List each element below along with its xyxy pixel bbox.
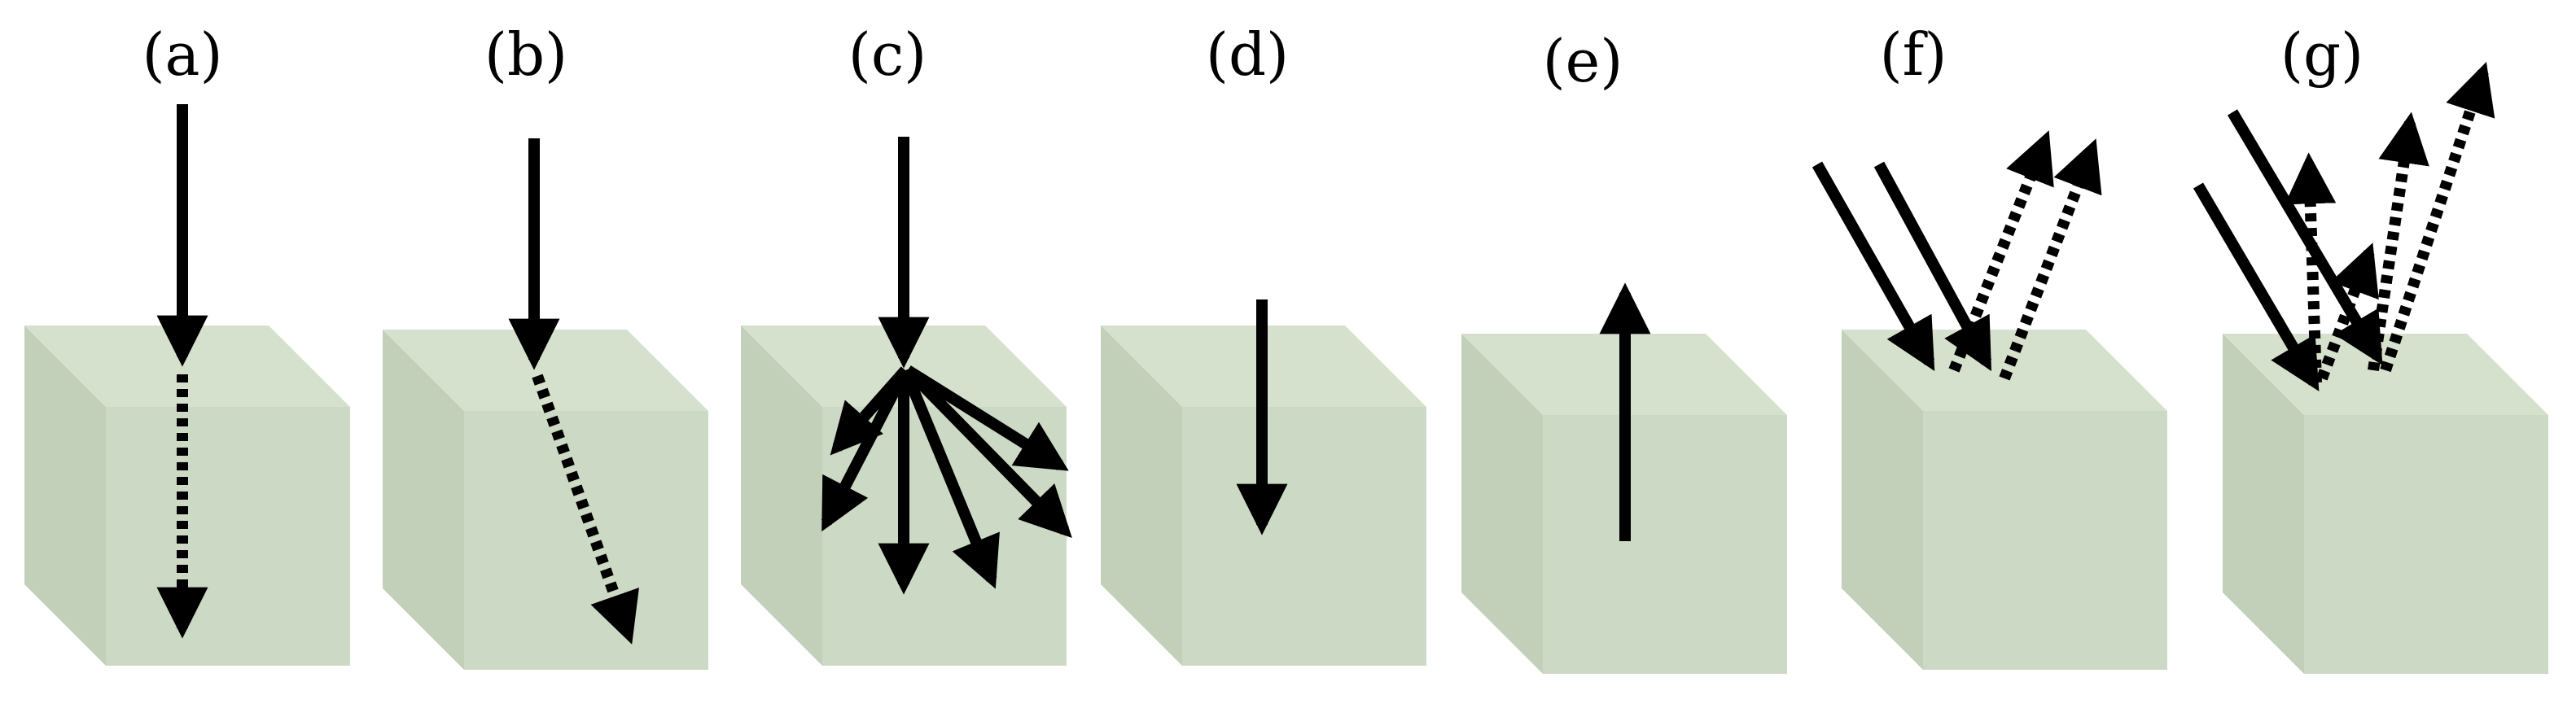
cube-a	[24, 326, 350, 666]
reflected-arrow-1	[1948, 130, 2054, 373]
scatter-arrow-6	[903, 366, 1072, 539]
cube-b	[383, 330, 708, 670]
cube-d-side	[1101, 326, 1182, 666]
incident-arrow-2	[1873, 161, 1992, 372]
arrows-b	[508, 138, 639, 645]
incident-arrow-2	[2227, 109, 2383, 365]
panel-label-a: (a)	[142, 20, 222, 89]
cube-f	[1842, 330, 2167, 670]
cube-g	[2223, 334, 2548, 674]
cube-a-side	[24, 326, 106, 666]
arrows-f	[1812, 130, 2102, 381]
scatter-arrow-2	[821, 367, 911, 532]
cube-c-side	[741, 326, 822, 666]
panel-label-d: (d)	[1206, 20, 1289, 89]
cube-e-front	[1543, 415, 1787, 674]
arrows-c	[821, 137, 1072, 595]
incident-arrow-1	[1812, 161, 1935, 371]
reflected-arrow-2	[2316, 243, 2379, 381]
cube-g-side	[2223, 334, 2304, 674]
panel-label-g: (g)	[2280, 20, 2364, 89]
cube-e	[1461, 334, 1787, 674]
cube-g-front	[2304, 415, 2548, 674]
panel-label-c: (c)	[848, 20, 927, 89]
reflected-arrow-2	[1999, 138, 2102, 381]
scatter-arrow-4	[900, 368, 1000, 589]
cube-b-side	[383, 330, 464, 670]
cube-b-top	[383, 330, 708, 411]
reflected-arrow-3	[2368, 111, 2429, 372]
panel-label-f: (f)	[1880, 20, 1947, 89]
incident-arrow-1	[2193, 182, 2320, 391]
scatter-arrow-5	[905, 365, 1069, 471]
panel-label-b: (b)	[484, 20, 567, 89]
cube-d-front	[1182, 407, 1426, 666]
panel-label-e: (e)	[1543, 27, 1623, 95]
cube-f-front	[1923, 411, 2167, 670]
arrows-g	[2193, 62, 2495, 391]
cube-a-front	[106, 407, 350, 666]
cube-b-front	[464, 411, 708, 670]
refracted-arrow	[532, 374, 639, 645]
cube-f-side	[1842, 330, 1923, 670]
cube-e-side	[1461, 334, 1543, 674]
reflected-arrow-1	[2285, 152, 2337, 383]
